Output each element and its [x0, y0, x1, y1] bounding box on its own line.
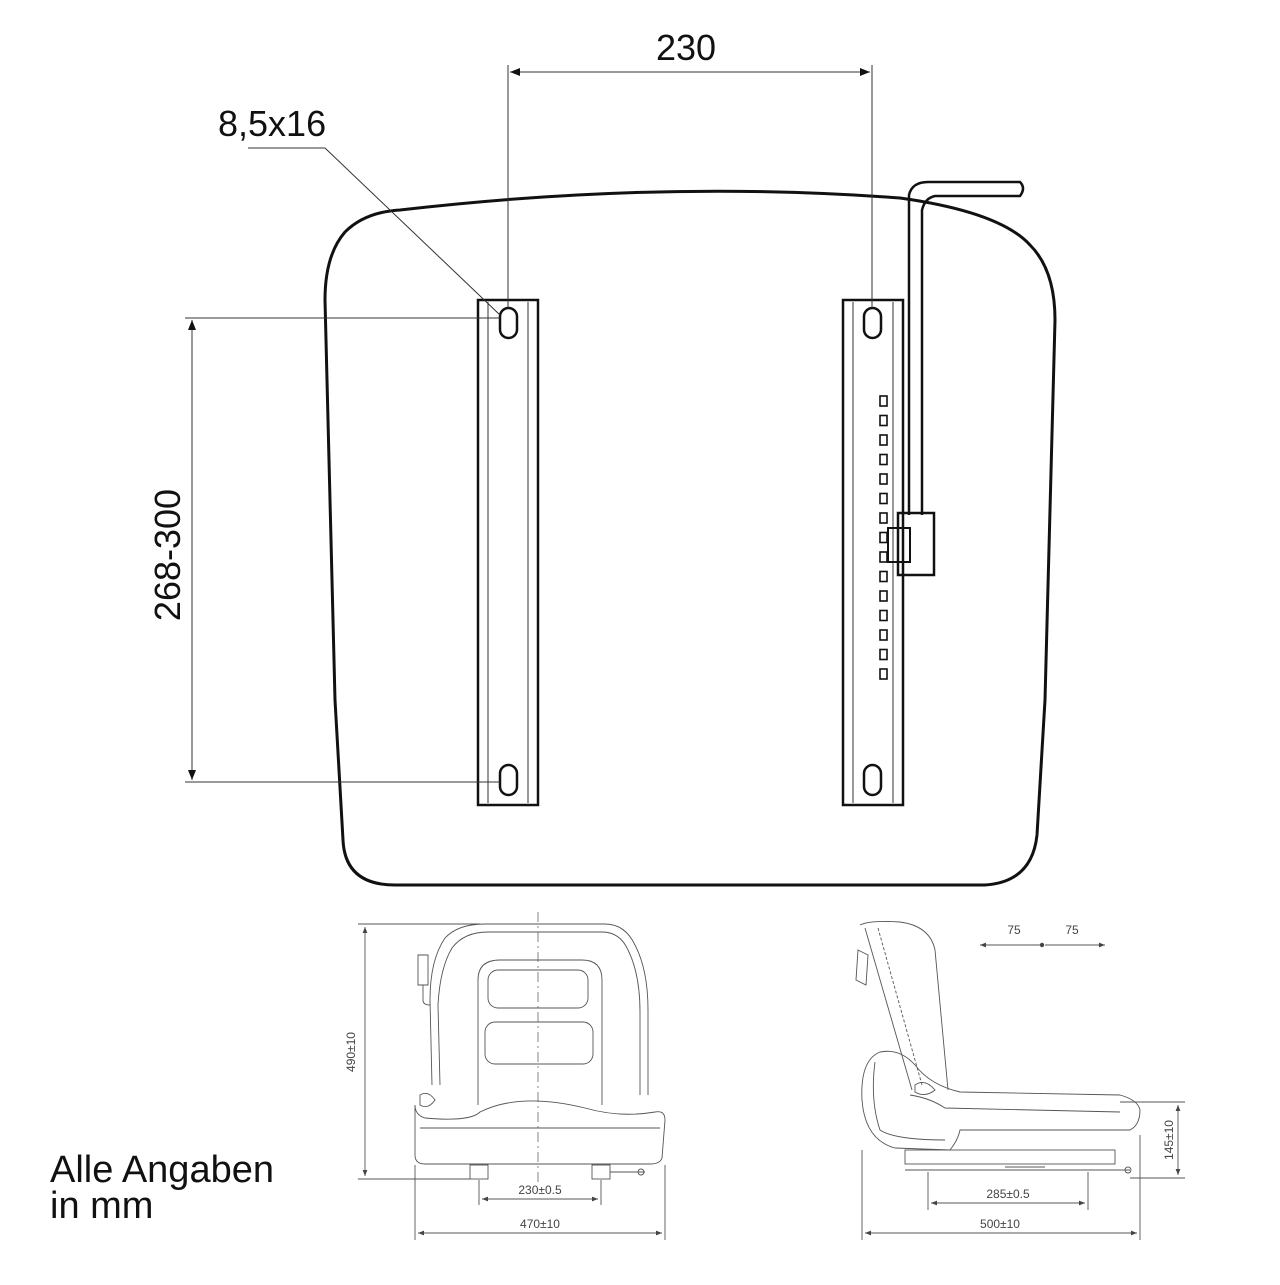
adjustment-lever [887, 180, 1025, 577]
notch [879, 512, 888, 524]
notch [879, 434, 888, 446]
dimension-rail-spacing: 230 [507, 27, 873, 308]
notch [879, 668, 888, 680]
rail-length-label: 285±0.5 [986, 1187, 1030, 1201]
unit-note-line1: Alle Angaben [50, 1149, 274, 1191]
rail-spacing-label: 230 [656, 27, 716, 68]
notch [879, 648, 888, 661]
unit-note-line2: in mm [50, 1185, 154, 1227]
notch [879, 629, 888, 641]
front-seat-cushion [414, 1100, 666, 1165]
notch [879, 453, 888, 466]
slot-size-callout: 8,5x16 [218, 103, 501, 316]
side-view: 75 75 145±10 285±0.5 500±10 [855, 920, 1185, 1240]
notch [879, 395, 888, 407]
cushion-height-label: 145±10 [1162, 1120, 1176, 1160]
notch [879, 551, 888, 563]
notch [879, 590, 888, 602]
notch [879, 609, 888, 622]
offset-left-label: 75 [1007, 923, 1021, 937]
slot-bottom-left [498, 763, 519, 797]
notch [879, 531, 888, 544]
side-seat-cushion [861, 1050, 1141, 1151]
front-rail-spacing-label: 230±0.5 [518, 1183, 562, 1197]
slot-top-right [862, 306, 883, 340]
front-width-label: 470±10 [520, 1217, 560, 1231]
slot-size-label: 8,5x16 [218, 103, 326, 144]
front-view: 490±10 230±0.5 470±10 [344, 912, 666, 1240]
adjustment-range-label: 268-300 [147, 489, 188, 621]
top-view: 230 8,5x16 268-300 [147, 27, 1057, 887]
offset-right-label: 75 [1065, 923, 1079, 937]
slot-top-left [498, 306, 519, 340]
notch [879, 570, 888, 583]
left-rail [476, 298, 540, 807]
front-backrest [429, 923, 649, 1095]
notch [879, 414, 888, 427]
slot-bottom-right [862, 763, 883, 797]
seat-base-outline [323, 189, 1057, 887]
adjustment-notches [879, 395, 888, 680]
notch [879, 473, 888, 485]
depth-label: 500±10 [980, 1217, 1020, 1231]
dimension-adjustment-range: 268-300 [147, 317, 500, 783]
side-backrest [859, 920, 949, 1091]
front-height-label: 490±10 [344, 1032, 358, 1072]
notch [879, 492, 888, 505]
right-rail [841, 298, 905, 807]
unit-note: Alle Angaben in mm [50, 1149, 274, 1227]
